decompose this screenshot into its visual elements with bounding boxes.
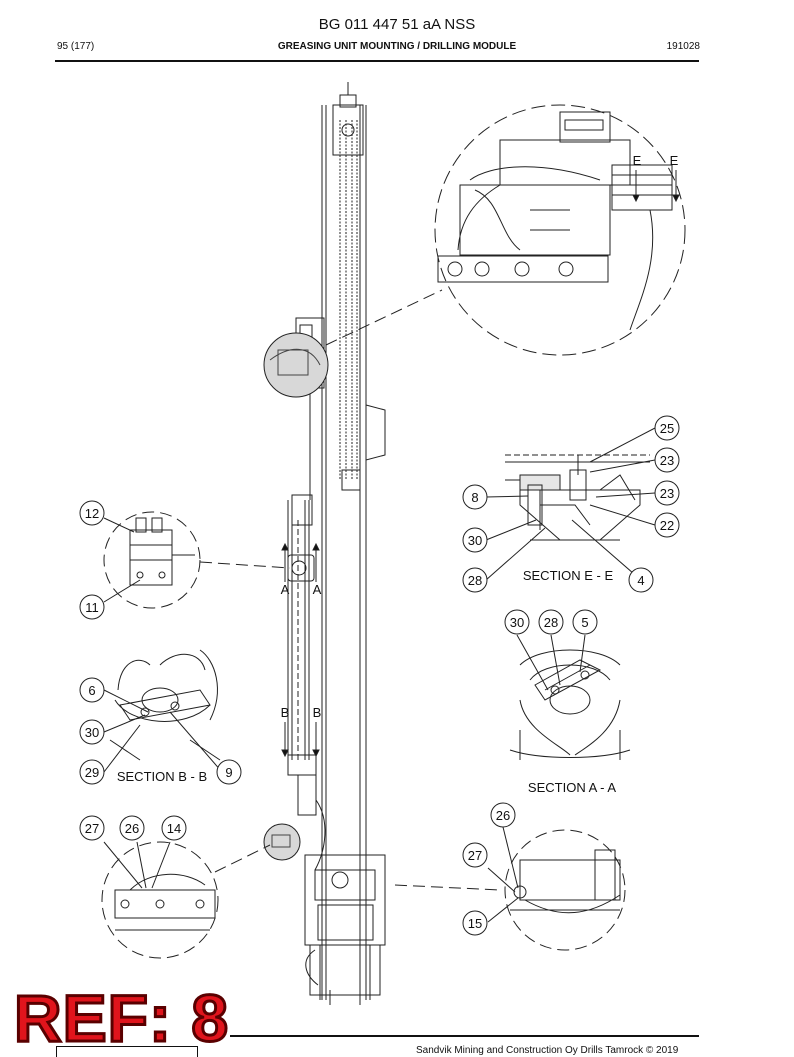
leader-upper-detail <box>325 289 443 346</box>
callout-28-aa: 28 <box>544 615 558 630</box>
callout-30-ee: 30 <box>468 533 482 548</box>
section-aa-drawing <box>509 649 631 760</box>
section-bb-drawing <box>109 649 221 761</box>
section-mark-b-right: B <box>313 705 322 720</box>
callout-15: 15 <box>468 916 482 931</box>
drill-mast <box>287 82 386 1005</box>
section-ee-label: SECTION E - E <box>523 568 614 583</box>
callout-29: 29 <box>85 765 99 780</box>
document-title: BG 011 447 51 aA NSS <box>318 16 476 33</box>
callout-30-aa: 30 <box>510 615 524 630</box>
document-code: 191028 <box>666 41 700 52</box>
section-bb-label: SECTION B - B <box>117 769 207 784</box>
callout-25: 25 <box>660 421 674 436</box>
callout-5: 5 <box>581 615 588 630</box>
callout-23-lower: 23 <box>660 486 674 501</box>
detail-view-bottom-left <box>101 841 219 959</box>
callout-4: 4 <box>637 573 644 588</box>
callout-28-ee: 28 <box>468 573 482 588</box>
section-aa-label: SECTION A - A <box>528 780 616 795</box>
callout-23-upper: 23 <box>660 453 674 468</box>
callout-27-right: 27 <box>468 848 482 863</box>
footer-copyright: Sandvik Mining and Construction Oy Drill… <box>416 1045 679 1056</box>
section-mark-b-left: B <box>281 705 290 720</box>
callout-27-left: 27 <box>85 821 99 836</box>
section-title: GREASING UNIT MOUNTING / DRILLING MODULE <box>277 41 517 52</box>
detail-view-left <box>103 511 201 609</box>
callout-26-left: 26 <box>125 821 139 836</box>
page-number: 95 (177) <box>57 41 95 52</box>
section-mark-e-right: E <box>670 153 679 168</box>
section-mark-e-left: E <box>633 153 642 168</box>
callout-30-bb: 30 <box>85 725 99 740</box>
header-rule <box>55 60 699 62</box>
callout-9: 9 <box>225 765 232 780</box>
callout-12: 12 <box>85 506 99 521</box>
callout-6: 6 <box>88 683 95 698</box>
callout-26-right: 26 <box>496 808 510 823</box>
detail-view-bottom-right <box>504 829 626 951</box>
callout-14: 14 <box>167 821 181 836</box>
detail-view-top <box>434 104 686 356</box>
footer-rule <box>230 1035 699 1037</box>
footer-logo <box>56 1046 198 1057</box>
section-mark-a-right: A <box>313 582 322 597</box>
section-mark-a-left: A <box>281 582 290 597</box>
callout-11: 11 <box>85 600 99 615</box>
callout-8: 8 <box>471 490 478 505</box>
callout-22: 22 <box>660 518 674 533</box>
section-ee-drawing <box>505 454 650 541</box>
ref-watermark: REF: 8 <box>12 981 230 1055</box>
detail-marker-lower <box>263 823 301 861</box>
detail-marker-upper <box>263 332 329 398</box>
